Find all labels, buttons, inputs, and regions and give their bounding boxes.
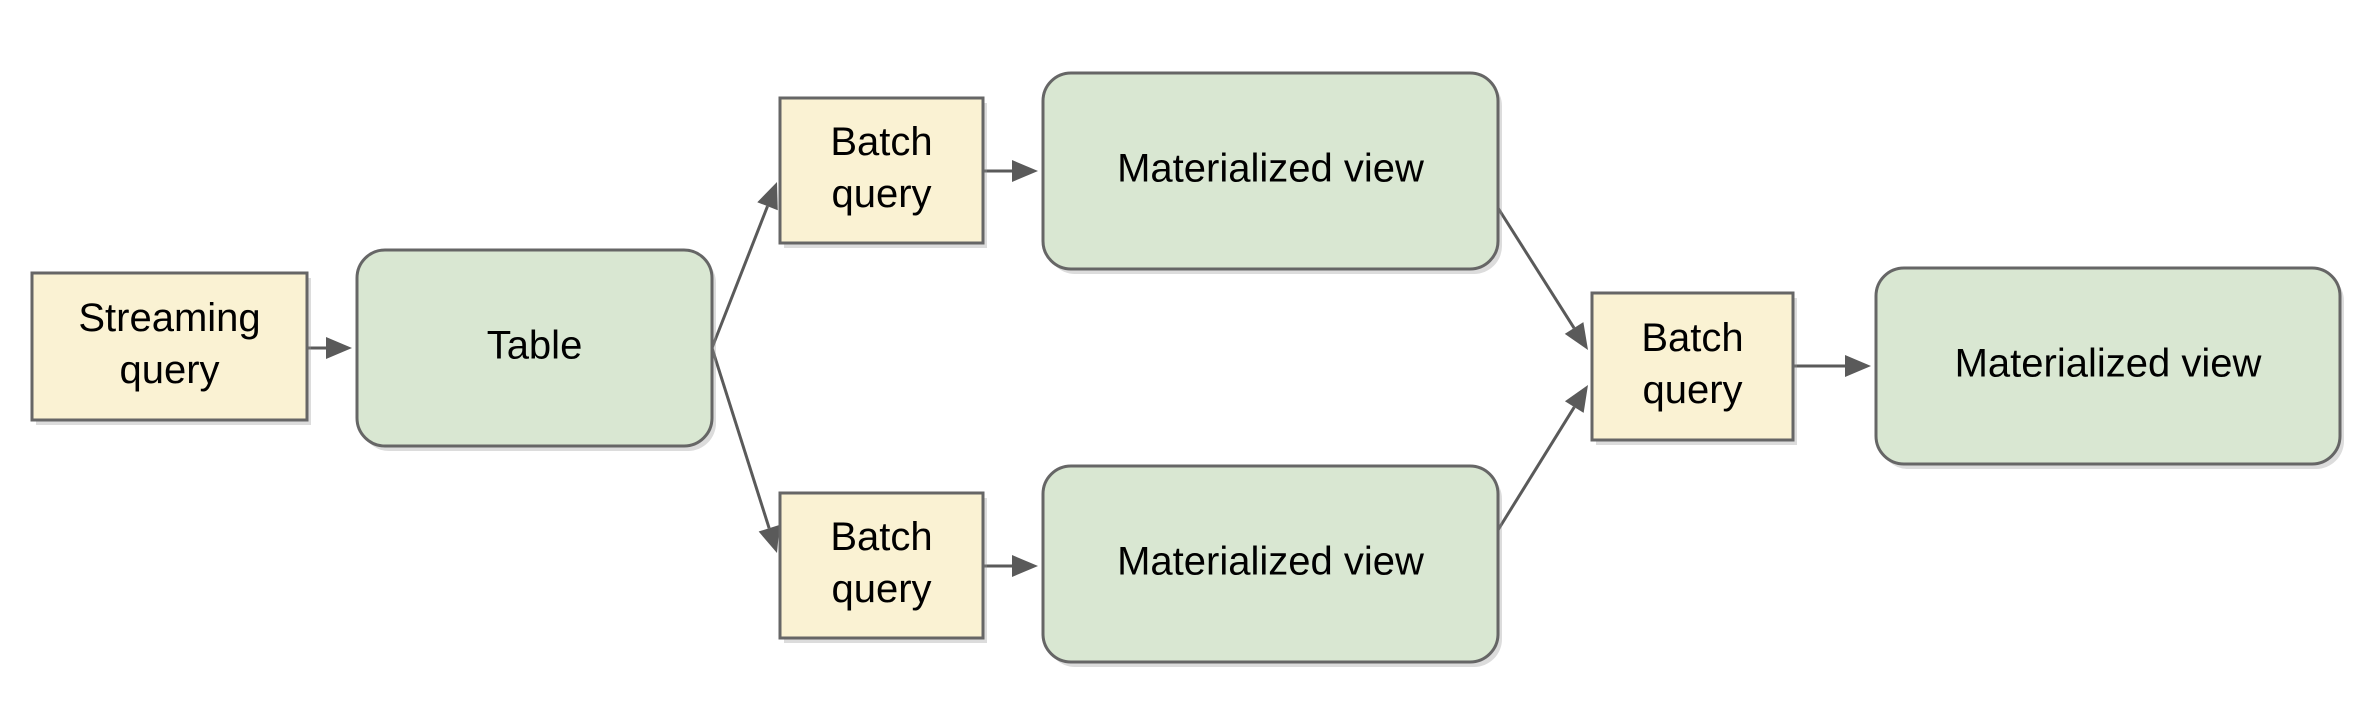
edge-line <box>1496 406 1576 531</box>
node-batch-query-top[interactable]: Batch query <box>778 96 987 248</box>
edge-line <box>710 205 769 349</box>
node-materialized-view-final[interactable]: Materialized view <box>1874 266 2344 469</box>
node-label: query <box>831 172 931 216</box>
arrowhead-icon <box>757 182 778 211</box>
node-box-query[interactable] <box>1590 291 1795 442</box>
node-label: Batch <box>830 120 932 164</box>
edge-streaming-query-to-table <box>307 337 352 359</box>
nodes-layer: StreamingqueryTableBatchqueryMaterialize… <box>30 71 2344 667</box>
edge-materialized-view-bottom-to-batch-query-merge <box>1496 385 1588 531</box>
node-label: Materialized view <box>1117 147 1424 191</box>
node-box-query[interactable] <box>30 271 309 422</box>
node-batch-query-merge[interactable]: Batch query <box>1590 291 1797 445</box>
node-batch-query-bottom[interactable]: Batch query <box>778 491 987 643</box>
node-label: Batch <box>1641 316 1743 360</box>
edge-batch-query-top-to-materialized-view-top <box>983 160 1038 182</box>
arrowhead-icon <box>1012 160 1038 182</box>
edge-batch-query-bottom-to-materialized-view-bottom <box>983 555 1038 577</box>
node-materialized-view-top[interactable]: Materialized view <box>1041 71 1502 274</box>
edge-table-to-batch-query-bottom <box>710 347 780 553</box>
node-table[interactable]: Table <box>355 248 716 451</box>
edge-table-to-batch-query-top <box>710 182 778 349</box>
arrowhead-icon <box>326 337 352 359</box>
edge-materialized-view-top-to-batch-query-merge <box>1496 207 1588 350</box>
edge-line <box>1496 207 1576 329</box>
node-box-query[interactable] <box>778 96 985 245</box>
arrowhead-icon <box>758 524 780 553</box>
node-box-view[interactable] <box>355 248 714 448</box>
node-streaming-query[interactable]: Streaming query <box>30 271 311 425</box>
node-label: Table <box>487 324 583 368</box>
node-label: Materialized view <box>1955 342 2262 386</box>
edge-batch-query-merge-to-materialized-view-final <box>1793 355 1871 377</box>
arrowhead-icon <box>1012 555 1038 577</box>
node-box-view[interactable] <box>1874 266 2342 466</box>
node-label: query <box>119 348 219 392</box>
node-label: Batch <box>830 515 932 559</box>
node-label: query <box>1642 368 1742 412</box>
arrowhead-icon <box>1564 385 1588 413</box>
node-materialized-view-bottom[interactable]: Materialized view <box>1041 464 1502 667</box>
edges-layer <box>307 160 1871 577</box>
arrowhead-icon <box>1564 322 1588 350</box>
node-label: Streaming <box>78 296 260 340</box>
node-label: Materialized view <box>1117 540 1424 584</box>
arrowhead-icon <box>1845 355 1871 377</box>
node-box-query[interactable] <box>778 491 985 640</box>
edge-line <box>710 347 771 529</box>
node-box-view[interactable] <box>1041 464 1500 664</box>
node-box-view[interactable] <box>1041 71 1500 271</box>
node-label: query <box>831 567 931 611</box>
